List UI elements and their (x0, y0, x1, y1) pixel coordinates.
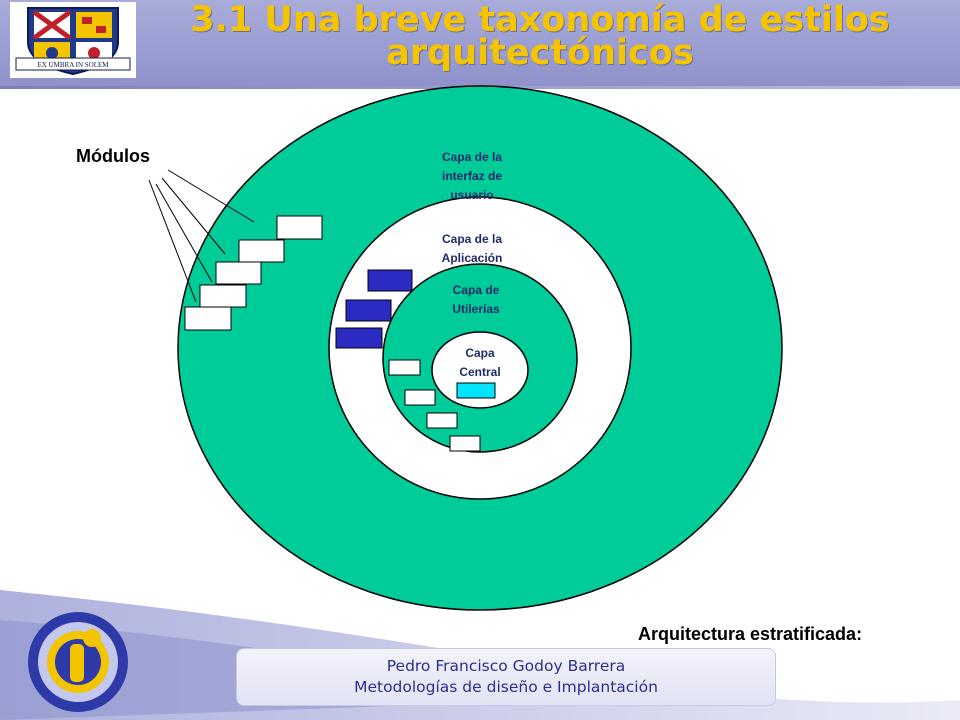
crest-motto: EX UMBRA IN SOLEM (38, 61, 110, 69)
util-module-1 (388, 359, 421, 376)
ui-module-5 (184, 306, 232, 331)
modules-pointer-3 (155, 183, 213, 283)
footer-box: Pedro Francisco Godoy Barrera Metodologí… (236, 648, 776, 706)
modules-label: Módulos (76, 146, 150, 166)
label-ui-line-2: interfaz de (442, 169, 502, 183)
label-core-line-2: Central (459, 365, 500, 379)
header-bar (0, 0, 960, 88)
university-crest-logo: EX UMBRA IN SOLEM (10, 2, 136, 78)
label-ui-line-1: Capa de la (442, 150, 502, 164)
label-app-line-2: Aplicación (442, 251, 503, 265)
title-line-2: arquitectónicos (386, 33, 694, 73)
footer-course: Metodologías de diseño e Implantación (354, 678, 658, 696)
footer-author: Pedro Francisco Godoy Barrera (386, 657, 626, 675)
label-core-line-1: Capa (465, 346, 495, 360)
ui-module-3 (215, 261, 262, 285)
core-module (456, 382, 496, 399)
util-module-4 (449, 435, 481, 452)
util-module-3 (426, 412, 458, 429)
label-ui-line-3: usuario (450, 188, 493, 202)
app-module-2 (345, 299, 392, 322)
ui-module-1 (276, 215, 323, 240)
ui-module-2 (238, 239, 285, 263)
label-util-line-1: Capa de (453, 283, 500, 297)
app-module-3 (335, 327, 383, 349)
app-module-1 (367, 269, 413, 292)
title-line-1: 3.1 Una breve taxonomía de estilos (190, 0, 890, 40)
modules-pointer-2 (161, 177, 226, 255)
diagram-caption: Arquitectura estratificada: (638, 624, 863, 644)
ui-module-4 (199, 284, 247, 308)
layer-core-ring (431, 331, 529, 409)
modules-pointer-4 (148, 179, 197, 303)
label-util-line-2: Utilerías (452, 302, 500, 316)
modules-pointer-1 (167, 169, 255, 223)
util-module-2 (404, 389, 436, 406)
label-app-line-1: Capa de la (442, 232, 502, 246)
slide-title: 3.1 Una breve taxonomía de estilos arqui… (150, 0, 930, 73)
